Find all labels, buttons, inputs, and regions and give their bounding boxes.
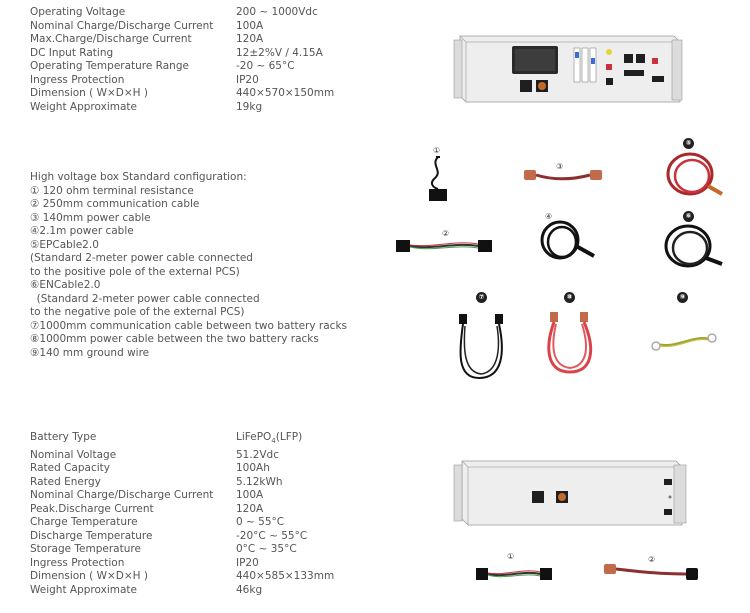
hv-box-illustration: [453, 35, 683, 103]
config-item: ⑧1000mm power cable between the two batt…: [30, 333, 319, 345]
communication-cable-image: [396, 240, 492, 252]
spec-row: Dimension ( W×D×H )440×585×133mm: [30, 570, 335, 583]
config-item: to the negative pole of the external PCS…: [30, 306, 245, 318]
battery-accessory-1-marker: ①: [507, 552, 515, 561]
config-item: ⑨140 mm ground wire: [30, 346, 150, 359]
power-cable-1000mm-image: [547, 312, 593, 374]
config-item: (Standard 2-meter power cable connected: [30, 292, 260, 305]
accessory-5-marker: ⑤: [683, 138, 694, 149]
config-item: ⑤EPCable2.0: [30, 238, 99, 251]
config-heading: High voltage box Standard configuration:: [30, 171, 247, 183]
config-item: ④2.1m power cable: [30, 225, 134, 237]
config-item: ⑦1000mm communication cable between two …: [30, 319, 347, 332]
accessory-4-marker: ④: [545, 212, 553, 221]
ep-cable-image: [666, 152, 723, 196]
en-cable-image: [664, 224, 723, 268]
config-item: ③ 140mm power cable: [30, 211, 151, 224]
config-item: to the positive pole of the external PCS…: [30, 265, 240, 278]
config-item: (Standard 2-meter power cable connected: [30, 252, 253, 264]
power-cable-140mm-image: [524, 170, 602, 181]
config-item: ② 250mm communication cable: [30, 198, 200, 210]
battery-power-cable-image: [604, 564, 698, 580]
ground-wire-image: [651, 333, 717, 351]
accessory-3-marker: ③: [556, 162, 564, 171]
battery-communication-cable-image: [476, 568, 552, 580]
config-list: High voltage box Standard configuration:…: [30, 171, 347, 360]
power-cable-2-1m-image: [540, 220, 595, 260]
spec-row: Discharge Temperature-20°C ~ 55°C: [30, 529, 308, 542]
battery-module-illustration: [453, 460, 687, 526]
terminal-resistance-image: [429, 156, 447, 201]
accessory-6-marker: ⑥: [683, 211, 694, 222]
accessory-7-marker: ⑦: [476, 292, 487, 303]
accessory-8-marker: ⑧: [564, 292, 575, 303]
battery-accessory-2-marker: ②: [648, 555, 656, 564]
accessory-2-marker: ②: [442, 229, 450, 238]
communication-cable-1000mm-image: [459, 314, 503, 380]
accessory-1-marker: ①: [433, 146, 441, 155]
accessory-9-marker: ⑨: [677, 292, 688, 303]
config-item: ① 120 ohm terminal resistance: [30, 184, 194, 197]
spec-row: Operating Temperature Range-20 ~ 65°C: [30, 60, 295, 72]
spec-row: Dimension ( W×D×H )440×570×150mm: [30, 87, 335, 99]
config-item: ⑥ENCable2.0: [30, 279, 101, 291]
